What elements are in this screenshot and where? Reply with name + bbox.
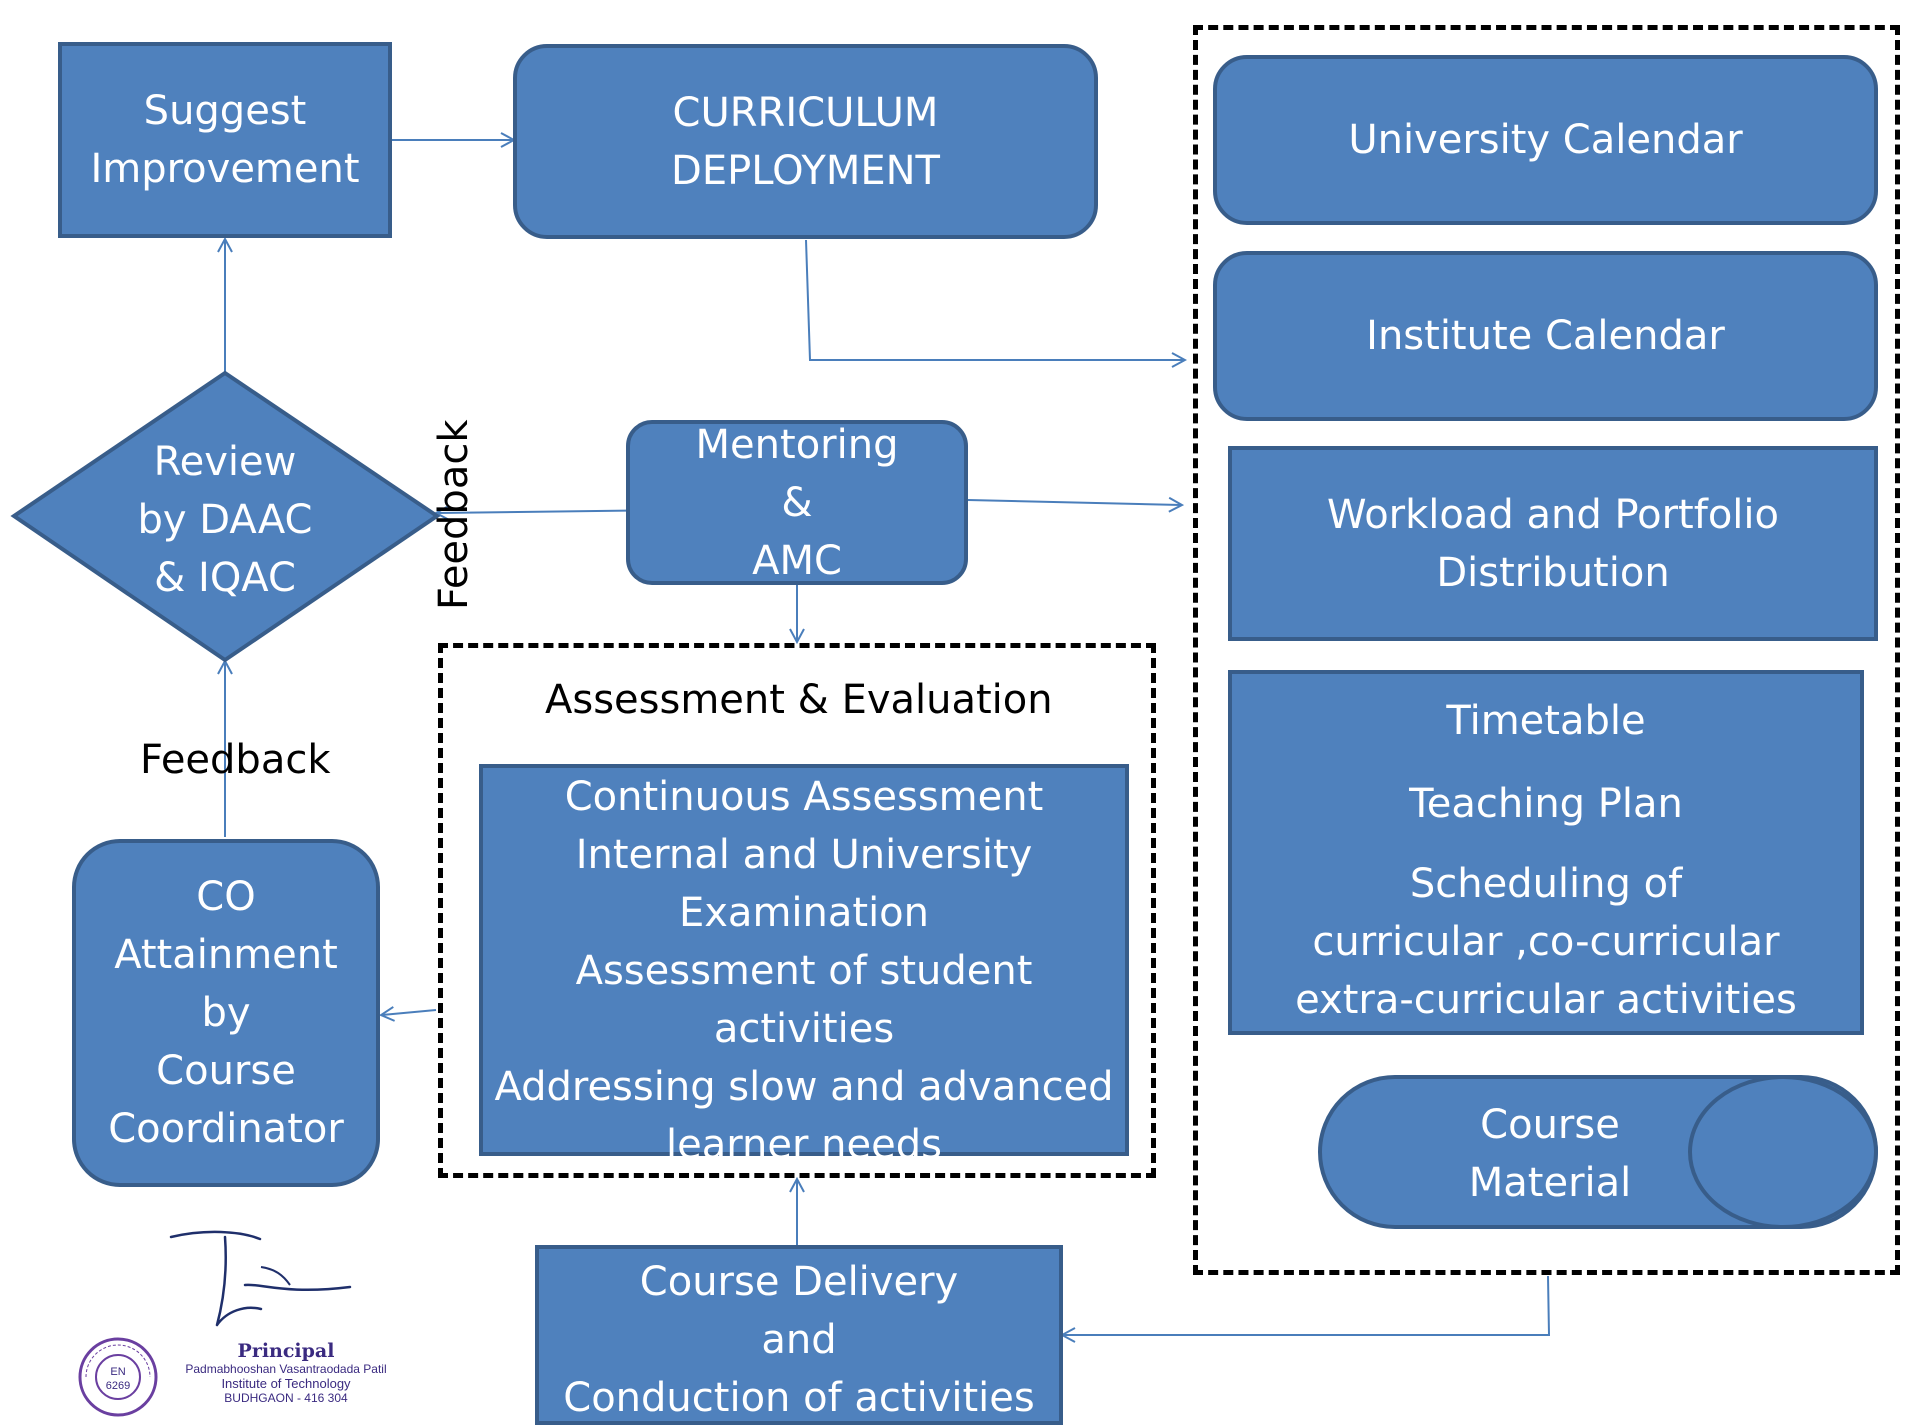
assessment-item-3: Examination [678,890,930,936]
mentoring-amc-box: Mentoring & AMC [626,420,968,585]
curriculum-line-1: CURRICULUM [672,89,939,136]
arrow-curriculum-to-calendars [805,239,1184,360]
feedback-vertical-label: Feedback [431,419,477,611]
co-line-1: CO [196,874,256,920]
arrow-mentoring-to-workload [967,500,1181,505]
workload-portfolio-box: Workload and Portfolio Distribution [1228,446,1878,641]
feedback-horizontal-label: Feedback [140,737,331,783]
curriculum-line-2: DEPLOYMENT [671,147,940,194]
svg-text:EN: EN [110,1366,125,1378]
timetable-line: Timetable [1446,698,1646,744]
assessment-item-4: Assessment of student [575,948,1033,994]
institute-calendar-label: Institute Calendar [1366,313,1725,359]
assessment-item-5: activities [713,1006,895,1052]
review-diamond [10,370,441,663]
co-line-4: Course [156,1048,296,1094]
arrow-calendars-to-delivery [1063,1275,1551,1335]
workload-line-1: Workload and Portfolio [1326,491,1779,538]
scheduling-line-3: extra-curricular activities [1295,977,1797,1023]
delivery-line-2: and [761,1317,837,1363]
svg-text:6269: 6269 [106,1380,130,1392]
assessment-title: Assessment & Evaluation [545,677,1053,723]
assessment-group-container [438,643,1156,1178]
timetable-box: Timetable Teaching Plan Scheduling of cu… [1228,670,1864,1035]
stamp-line-3: BUDHGAON - 416 304 [224,1391,348,1405]
arrow-assessment-to-co [382,1010,437,1015]
assessment-item-2: Internal and University [575,832,1033,878]
review-line-2: by DAAC [137,497,313,543]
university-calendar-box: University Calendar [1213,55,1878,225]
curriculum-deployment-box: CURRICULUM DEPLOYMENT [513,44,1098,239]
assessment-item-7: learner needs [666,1122,942,1168]
workload-line-2: Distribution [1436,549,1670,596]
university-calendar-label: University Calendar [1348,117,1743,163]
institute-calendar-box: Institute Calendar [1213,251,1878,421]
calendar-group-container [1193,25,1900,1275]
suggest-improvement-box: Suggest Improvement [58,42,392,238]
assessment-item-6: Addressing slow and advanced [494,1064,1114,1110]
scheduling-line-2: curricular ,co-curricular [1312,919,1780,965]
course-material-line-2: Material [1468,1160,1632,1206]
assessment-list-box: Continuous Assessment Internal and Unive… [479,764,1129,1168]
course-material-line-1: Course [1480,1102,1620,1148]
mentoring-line-1: Mentoring [695,421,899,468]
teaching-plan-line: Teaching Plan [1409,781,1683,827]
suggest-line-2: Improvement [90,146,360,192]
mentoring-line-2: & [781,479,813,526]
co-line-5: Coordinator [108,1106,344,1152]
assessment-item-1: Continuous Assessment [564,774,1044,820]
mentoring-line-3: AMC [752,537,842,584]
stamp-title: Principal [237,1340,335,1362]
institute-seal: EN 6269 [78,1337,158,1417]
stamp-line-2: Institute of Technology [221,1376,351,1391]
suggest-line-1: Suggest [143,88,307,134]
signature-mark [169,1230,352,1327]
co-line-3: by [201,990,251,1036]
delivery-line-1: Course Delivery [639,1259,959,1305]
co-attainment-box: CO Attainment by Course Coordinator [72,839,380,1187]
stamp-line-1: Padmabhooshan Vasantraodada Patil [185,1362,387,1376]
course-material-label: Course Material [1400,1096,1700,1212]
review-line-3: & IQAC [154,555,296,601]
scheduling-line-1: Scheduling of [1409,861,1683,907]
co-line-2: Attainment [114,932,338,978]
review-line-1: Review [153,439,297,485]
course-delivery-box: Course Delivery and Conduction of activi… [535,1245,1063,1425]
review-label: Review by DAAC & IQAC [100,433,350,607]
delivery-line-3: Conduction of activities [563,1375,1035,1421]
principal-stamp: Principal Padmabhooshan Vasantraodada Pa… [170,1340,402,1405]
course-material-shape [1318,1075,1878,1229]
